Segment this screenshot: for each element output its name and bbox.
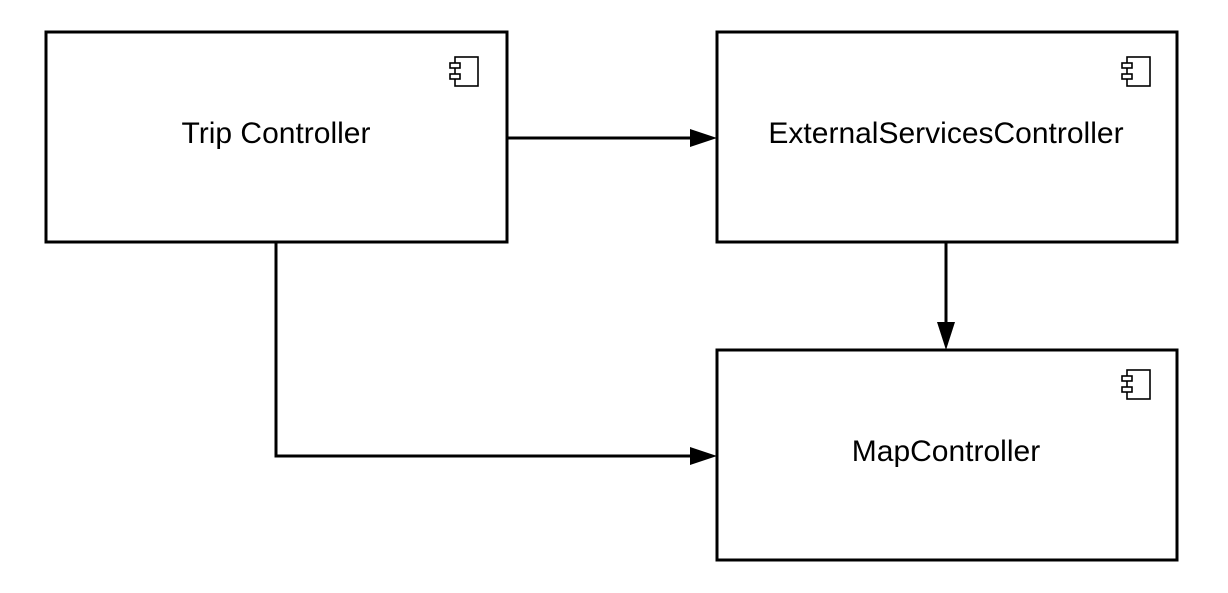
connector-external-to-map	[937, 242, 955, 350]
uml-component-icon	[1121, 369, 1151, 400]
uml-component-icon	[449, 56, 479, 87]
component-external-services-controller[interactable]: ExternalServicesController	[715, 30, 1179, 244]
component-box	[715, 348, 1179, 562]
component-box	[715, 30, 1179, 244]
connector-trip-to-external	[507, 129, 717, 147]
arrowhead	[937, 322, 955, 350]
component-label: Trip Controller	[182, 117, 371, 150]
component-map-controller[interactable]: MapController	[715, 348, 1179, 562]
connector-trip-to-map	[274, 242, 717, 465]
arrowhead	[690, 447, 717, 465]
uml-component-icon	[1121, 56, 1151, 87]
component-trip-controller[interactable]: Trip Controller	[44, 30, 509, 244]
component-label: ExternalServicesController	[768, 117, 1123, 150]
component-box	[44, 30, 509, 244]
component-label: MapController	[852, 435, 1040, 468]
arrowhead	[690, 129, 717, 147]
